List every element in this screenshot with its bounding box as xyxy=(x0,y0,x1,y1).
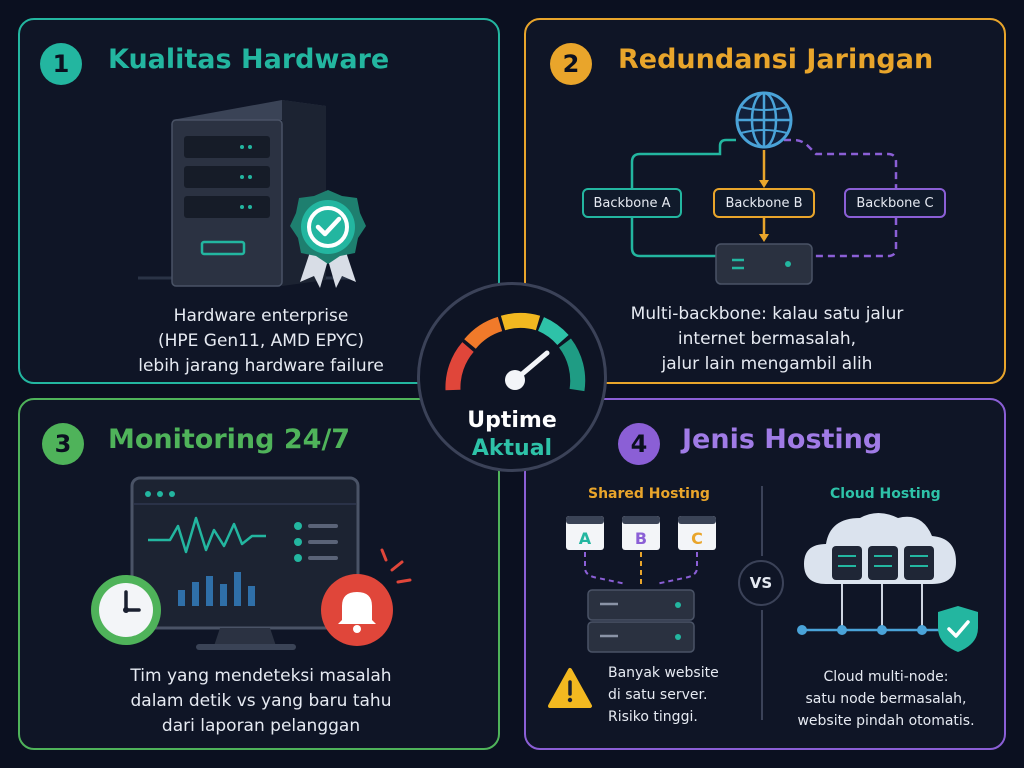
server-icon xyxy=(715,243,813,285)
desc-line: Hardware enterprise xyxy=(173,306,349,326)
panel-number: 3 xyxy=(42,423,84,465)
panel-network-redundancy: 2 Redundansi Jaringan Backbone A Backbon… xyxy=(524,18,1006,384)
gauge-subtitle: Aktual xyxy=(471,436,553,461)
network-lines xyxy=(630,138,898,258)
uptime-gauge: Uptime Aktual xyxy=(417,282,607,472)
panel-number: 1 xyxy=(40,43,82,85)
desc-line: di satu server. xyxy=(608,687,708,703)
desc-line: Multi-backbone: kalau satu jalur xyxy=(630,304,904,324)
site-c-label: C xyxy=(691,529,703,548)
panel-title: Kualitas Hardware xyxy=(108,44,390,75)
desc-line: dari laporan pelanggan xyxy=(161,716,361,736)
panel-hardware-quality: 1 Kualitas Hardware Hardware enterprise … xyxy=(18,18,500,384)
panel-description: Multi-backbone: kalau satu jalur interne… xyxy=(526,302,1008,377)
versus-badge: VS xyxy=(738,560,784,606)
desc-line: lebih jarang hardware failure xyxy=(138,356,384,376)
shield-check-icon xyxy=(938,606,978,652)
divider-line xyxy=(761,486,763,720)
globe-icon xyxy=(735,91,793,149)
certified-badge-icon xyxy=(290,190,366,288)
backbone-b-label: Backbone B xyxy=(713,188,815,218)
panel-description: Hardware enterprise (HPE Gen11, AMD EPYC… xyxy=(20,304,502,379)
panel-hosting-type: 4 Jenis Hosting Shared Hosting Cloud Hos… xyxy=(524,398,1006,750)
desc-line: Cloud multi-node: xyxy=(823,669,949,685)
cloud-hosting-description: Cloud multi-node: satu node bermasalah, … xyxy=(776,666,996,732)
site-a-label: A xyxy=(578,529,592,548)
site-b-label: B xyxy=(634,529,648,548)
desc-line: website pindah otomatis. xyxy=(797,713,975,729)
cloud-hosting-label: Cloud Hosting xyxy=(830,486,941,502)
panel-title: Jenis Hosting xyxy=(682,424,883,455)
panel-number: 4 xyxy=(618,423,660,465)
speedometer-gauge-icon xyxy=(445,312,586,392)
panel-title: Redundansi Jaringan xyxy=(618,44,934,75)
clock-icon xyxy=(91,575,161,645)
alarm-bell-icon xyxy=(321,548,412,646)
desc-line: internet bermasalah, xyxy=(677,329,857,349)
cloud-icon xyxy=(797,513,956,635)
desc-line: satu node bermasalah, xyxy=(805,691,967,707)
desc-line: (HPE Gen11, AMD EPYC) xyxy=(157,331,365,351)
desc-line: Tim yang mendeteksi masalah xyxy=(130,666,392,686)
desc-line: dalam detik vs yang baru tahu xyxy=(130,691,392,711)
server-tower-icon xyxy=(138,100,350,287)
gauge-title: Uptime xyxy=(467,408,557,433)
server-rack-icon xyxy=(587,589,695,653)
backbone-a-label: Backbone A xyxy=(582,188,682,218)
shared-hosting-description: Banyak website di satu server. Risiko ti… xyxy=(608,662,719,728)
panel-description: Tim yang mendeteksi masalah dalam detik … xyxy=(20,664,502,739)
panel-monitoring: 3 Monitoring 24/7 Tim yang mendeteksi ma… xyxy=(18,398,500,750)
desc-line: Risiko tinggi. xyxy=(608,709,698,725)
browser-window-icon xyxy=(566,516,716,586)
monitor-dashboard-icon xyxy=(130,476,360,650)
desc-line: Banyak website xyxy=(608,665,719,681)
panel-number: 2 xyxy=(550,43,592,85)
panel-title: Monitoring 24/7 xyxy=(108,424,351,455)
shared-hosting-label: Shared Hosting xyxy=(588,486,710,502)
backbone-c-label: Backbone C xyxy=(844,188,946,218)
desc-line: jalur lain mengambil alih xyxy=(661,354,873,374)
warning-icon xyxy=(548,668,592,708)
